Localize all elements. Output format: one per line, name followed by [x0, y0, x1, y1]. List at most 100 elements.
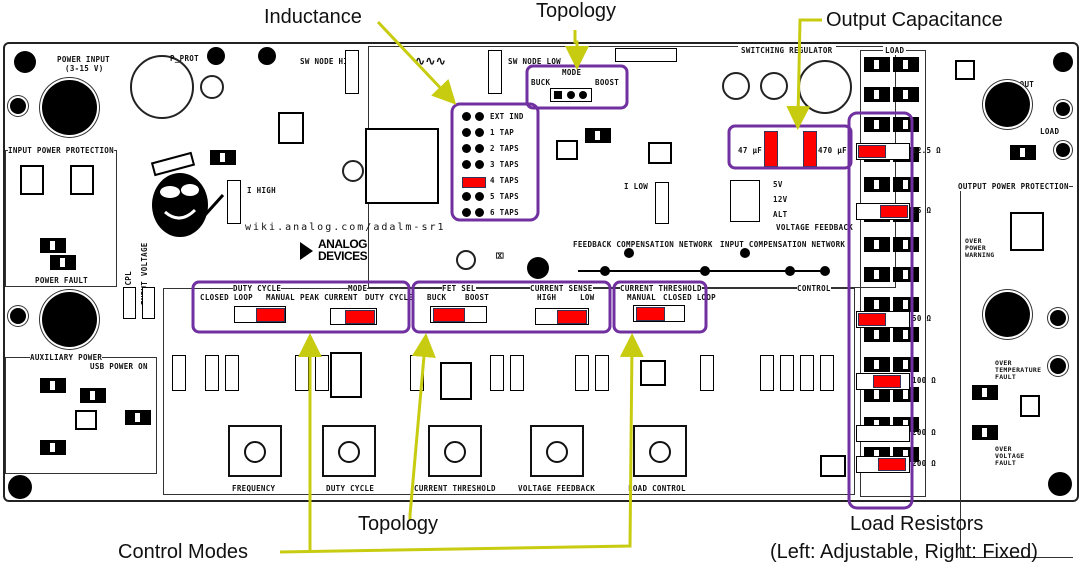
tap-label: 2 TAPS [490, 144, 519, 153]
sw-node-low-header[interactable] [488, 50, 502, 94]
ground-terminal[interactable] [10, 308, 26, 324]
vfb-5v: 5V [773, 180, 783, 189]
current-threshold-pot[interactable] [428, 425, 482, 477]
fet-sel-label: FET SEL [442, 284, 476, 293]
load-resistor-pad [864, 357, 890, 372]
tap-pin[interactable] [462, 208, 471, 217]
vfb-alt: ALT [773, 210, 788, 219]
fet-sel-jumper[interactable] [433, 308, 465, 322]
control-section [163, 288, 855, 495]
test-header[interactable] [575, 355, 589, 391]
control-label: CONTROL [797, 284, 831, 293]
output-capacitance-box [727, 124, 853, 170]
analog-devices-logo [300, 242, 313, 260]
target-icon [456, 250, 476, 270]
test-point[interactable] [600, 266, 610, 276]
aux-jack[interactable] [42, 292, 97, 347]
i-low-label: I LOW [624, 182, 649, 191]
sw-node-high-header[interactable] [345, 50, 359, 94]
tap-pin[interactable] [475, 208, 484, 217]
test-point[interactable] [700, 266, 710, 276]
cap-470uf-label: 470 µF [818, 146, 847, 155]
mounting-hole [8, 475, 32, 499]
boost-label: BOOST [595, 78, 620, 87]
voltage-feedback-pot[interactable] [530, 425, 584, 477]
sw-node-high-label: SW NODE HIGH [300, 57, 358, 66]
test-header[interactable] [315, 355, 329, 391]
v-out-terminal[interactable] [1056, 102, 1070, 116]
frequency-pot[interactable] [228, 425, 282, 477]
mode-header[interactable] [550, 88, 592, 102]
duty-cycle-jumper[interactable] [256, 308, 285, 322]
test-header[interactable] [800, 355, 814, 391]
test-point[interactable] [820, 266, 830, 276]
test-header[interactable] [760, 355, 774, 391]
tap-pin[interactable] [475, 128, 484, 137]
tap-pin[interactable] [475, 192, 484, 201]
ic-chip [1020, 395, 1040, 417]
test-header[interactable] [205, 355, 219, 391]
output-terminal[interactable] [1050, 310, 1066, 326]
duty-cycle-pot-label: DUTY CYCLE [326, 484, 375, 493]
load-resistor-pad [864, 177, 890, 192]
tap-label: 4 TAPS [490, 176, 519, 185]
smd-component [585, 128, 611, 143]
i-low-header[interactable] [655, 182, 669, 224]
load-jumper[interactable] [878, 458, 906, 471]
test-header[interactable] [820, 355, 834, 391]
ic-chip [1010, 212, 1044, 251]
load-jumper[interactable] [858, 145, 886, 158]
url-label: wiki.analog.com/adalm-sr1 [245, 222, 446, 233]
capacitor [200, 75, 224, 99]
i-high-header[interactable] [227, 180, 241, 224]
tap-pin[interactable] [462, 128, 471, 137]
current-sense-jumper[interactable] [557, 310, 587, 324]
test-header[interactable] [490, 355, 504, 391]
test-header[interactable] [225, 355, 239, 391]
load-jumper[interactable] [873, 375, 901, 388]
test-point[interactable] [740, 248, 750, 258]
test-header[interactable] [700, 355, 714, 391]
test-header[interactable] [780, 355, 794, 391]
mode-control-jumper[interactable] [345, 310, 375, 324]
tap-pin[interactable] [475, 112, 484, 121]
v-out-jack[interactable] [985, 82, 1030, 127]
test-header[interactable] [172, 355, 186, 391]
input-capacitor [130, 55, 194, 119]
power-input-jack[interactable] [42, 80, 97, 135]
load-jumper[interactable] [858, 313, 886, 326]
test-header[interactable] [595, 355, 609, 391]
output-terminal[interactable] [1050, 358, 1066, 374]
inductance-jumper[interactable] [462, 177, 486, 188]
load-jumper[interactable] [880, 205, 908, 218]
test-point[interactable] [785, 266, 795, 276]
test-point[interactable] [624, 248, 634, 258]
test-point[interactable] [207, 47, 225, 65]
tap-pin[interactable] [462, 144, 471, 153]
brand-logo-text: ANALOG DEVICES [318, 238, 368, 262]
threshold-manual-label: MANUAL [627, 293, 656, 302]
p-prot-label: P_PROT [170, 54, 199, 63]
current-sense-label: CURRENT SENSE [530, 284, 593, 293]
tap-pin[interactable] [462, 192, 471, 201]
voltage-feedback-header[interactable] [730, 180, 760, 222]
tap-pin[interactable] [462, 112, 471, 121]
test-point[interactable] [258, 47, 276, 65]
frequency-pot-label: FREQUENCY [232, 484, 276, 493]
ground-terminal[interactable] [10, 98, 26, 114]
test-header[interactable] [510, 355, 524, 391]
output-jack[interactable] [985, 292, 1030, 337]
tap-pin[interactable] [475, 144, 484, 153]
load-jumper-header[interactable] [856, 425, 910, 442]
current-threshold-jumper[interactable] [636, 307, 665, 321]
ac-cpl-jumper[interactable] [123, 287, 136, 319]
load-control-pot[interactable] [633, 425, 687, 477]
duty-cycle-pot[interactable] [322, 425, 376, 477]
i-high-label: I HIGH [247, 186, 276, 195]
smd-component [125, 410, 151, 425]
load-terminal[interactable] [1056, 143, 1070, 157]
tap-pin[interactable] [475, 160, 484, 169]
input-voltage-jumper[interactable] [142, 287, 155, 319]
switching-regulator-header[interactable] [615, 48, 677, 62]
tap-pin[interactable] [462, 160, 471, 169]
